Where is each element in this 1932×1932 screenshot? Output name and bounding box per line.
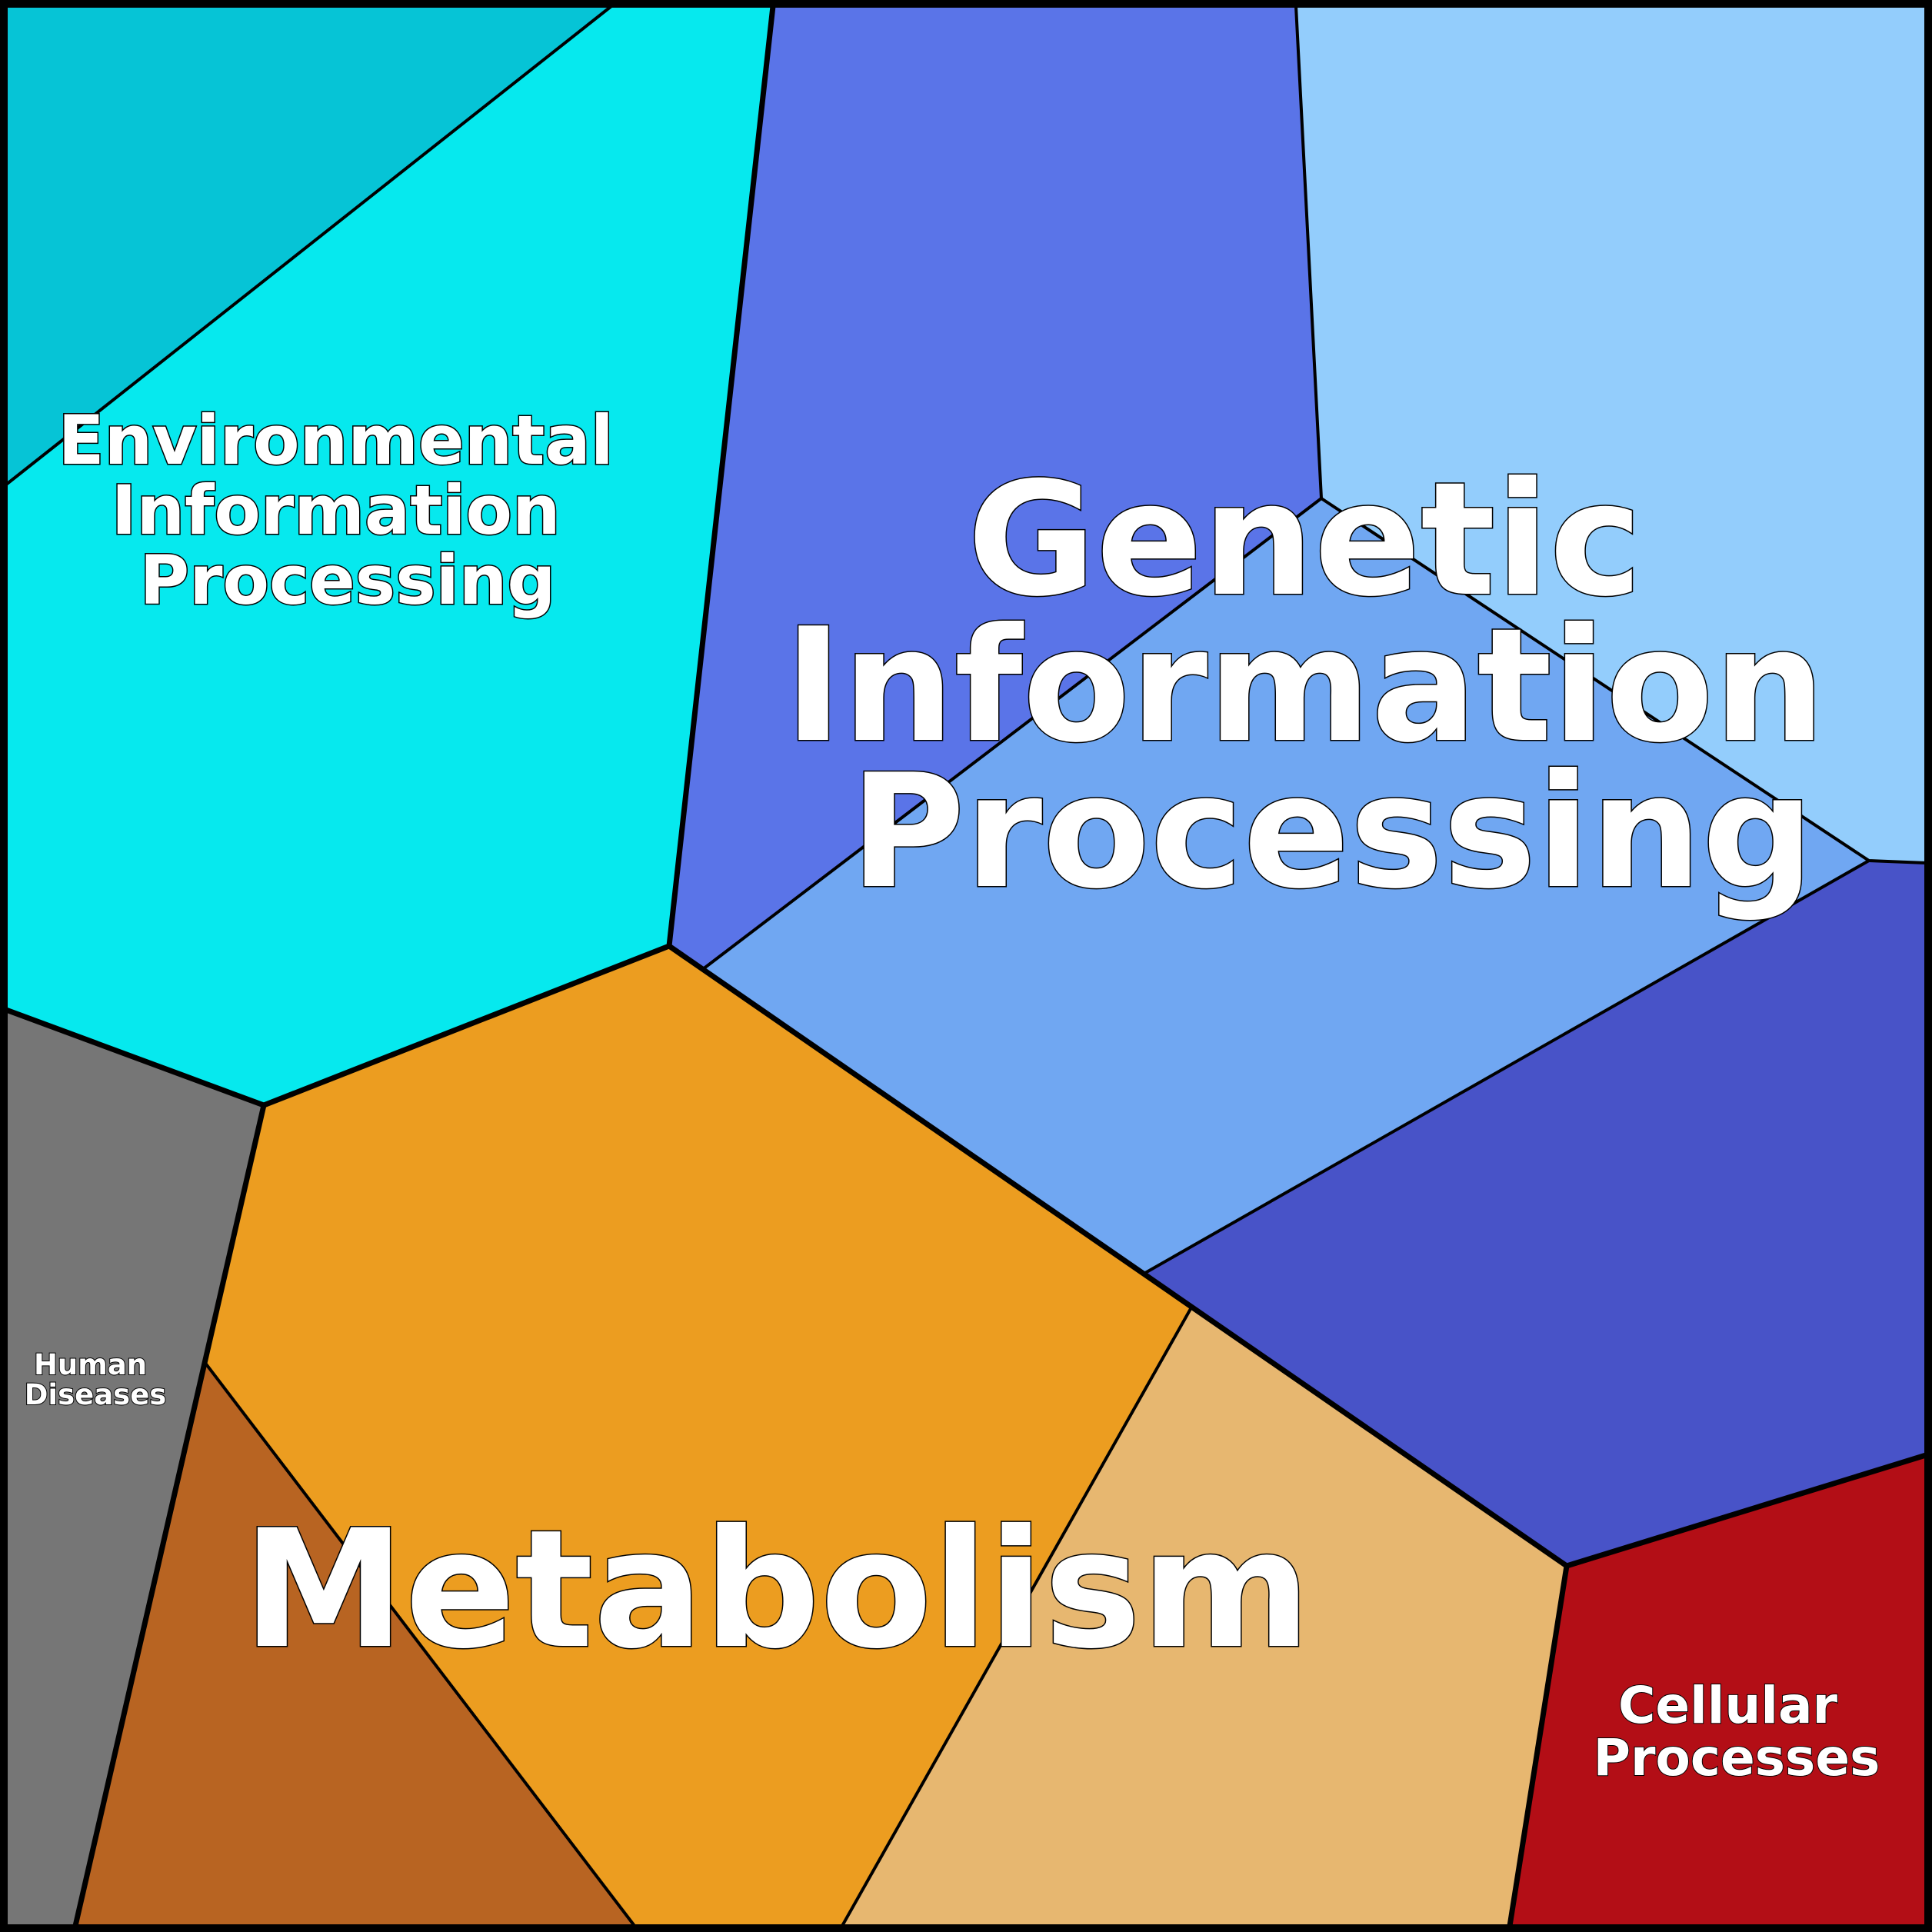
metabolism-subcell-tan[interactable] [842, 1307, 1567, 1926]
metabolism-subcell-brown[interactable] [75, 1362, 635, 1926]
metabolism-group [75, 946, 1567, 1926]
genetic-subcell-dark[interactable] [1145, 861, 1926, 1566]
metabolism-subcell-orange[interactable] [205, 946, 1191, 1926]
subcell-borders [5, 5, 1927, 1927]
genetic-information-processing-group [669, 6, 1926, 1566]
cellular-processes-label: Cellular Processes [1594, 1676, 1880, 1787]
category-borders [5, 5, 1927, 1927]
genetic-subcell-mid[interactable] [669, 6, 1321, 969]
human-diseases-label: Human Diseases [25, 1348, 167, 1411]
metabolism-label: Metabolism [243, 1494, 1311, 1684]
cellular-processes-cell[interactable] [1510, 1455, 1926, 1926]
human-diseases-cell[interactable] [6, 1010, 264, 1926]
genetic-label: Genetic Information Processing [784, 449, 1880, 924]
environmental-subcell-light[interactable] [6, 6, 773, 1105]
genetic-subcell-pale[interactable] [1296, 6, 1926, 863]
genetic-subcell-light[interactable] [703, 498, 1869, 1273]
environmental-label: Environmental Information Processing [58, 401, 637, 620]
